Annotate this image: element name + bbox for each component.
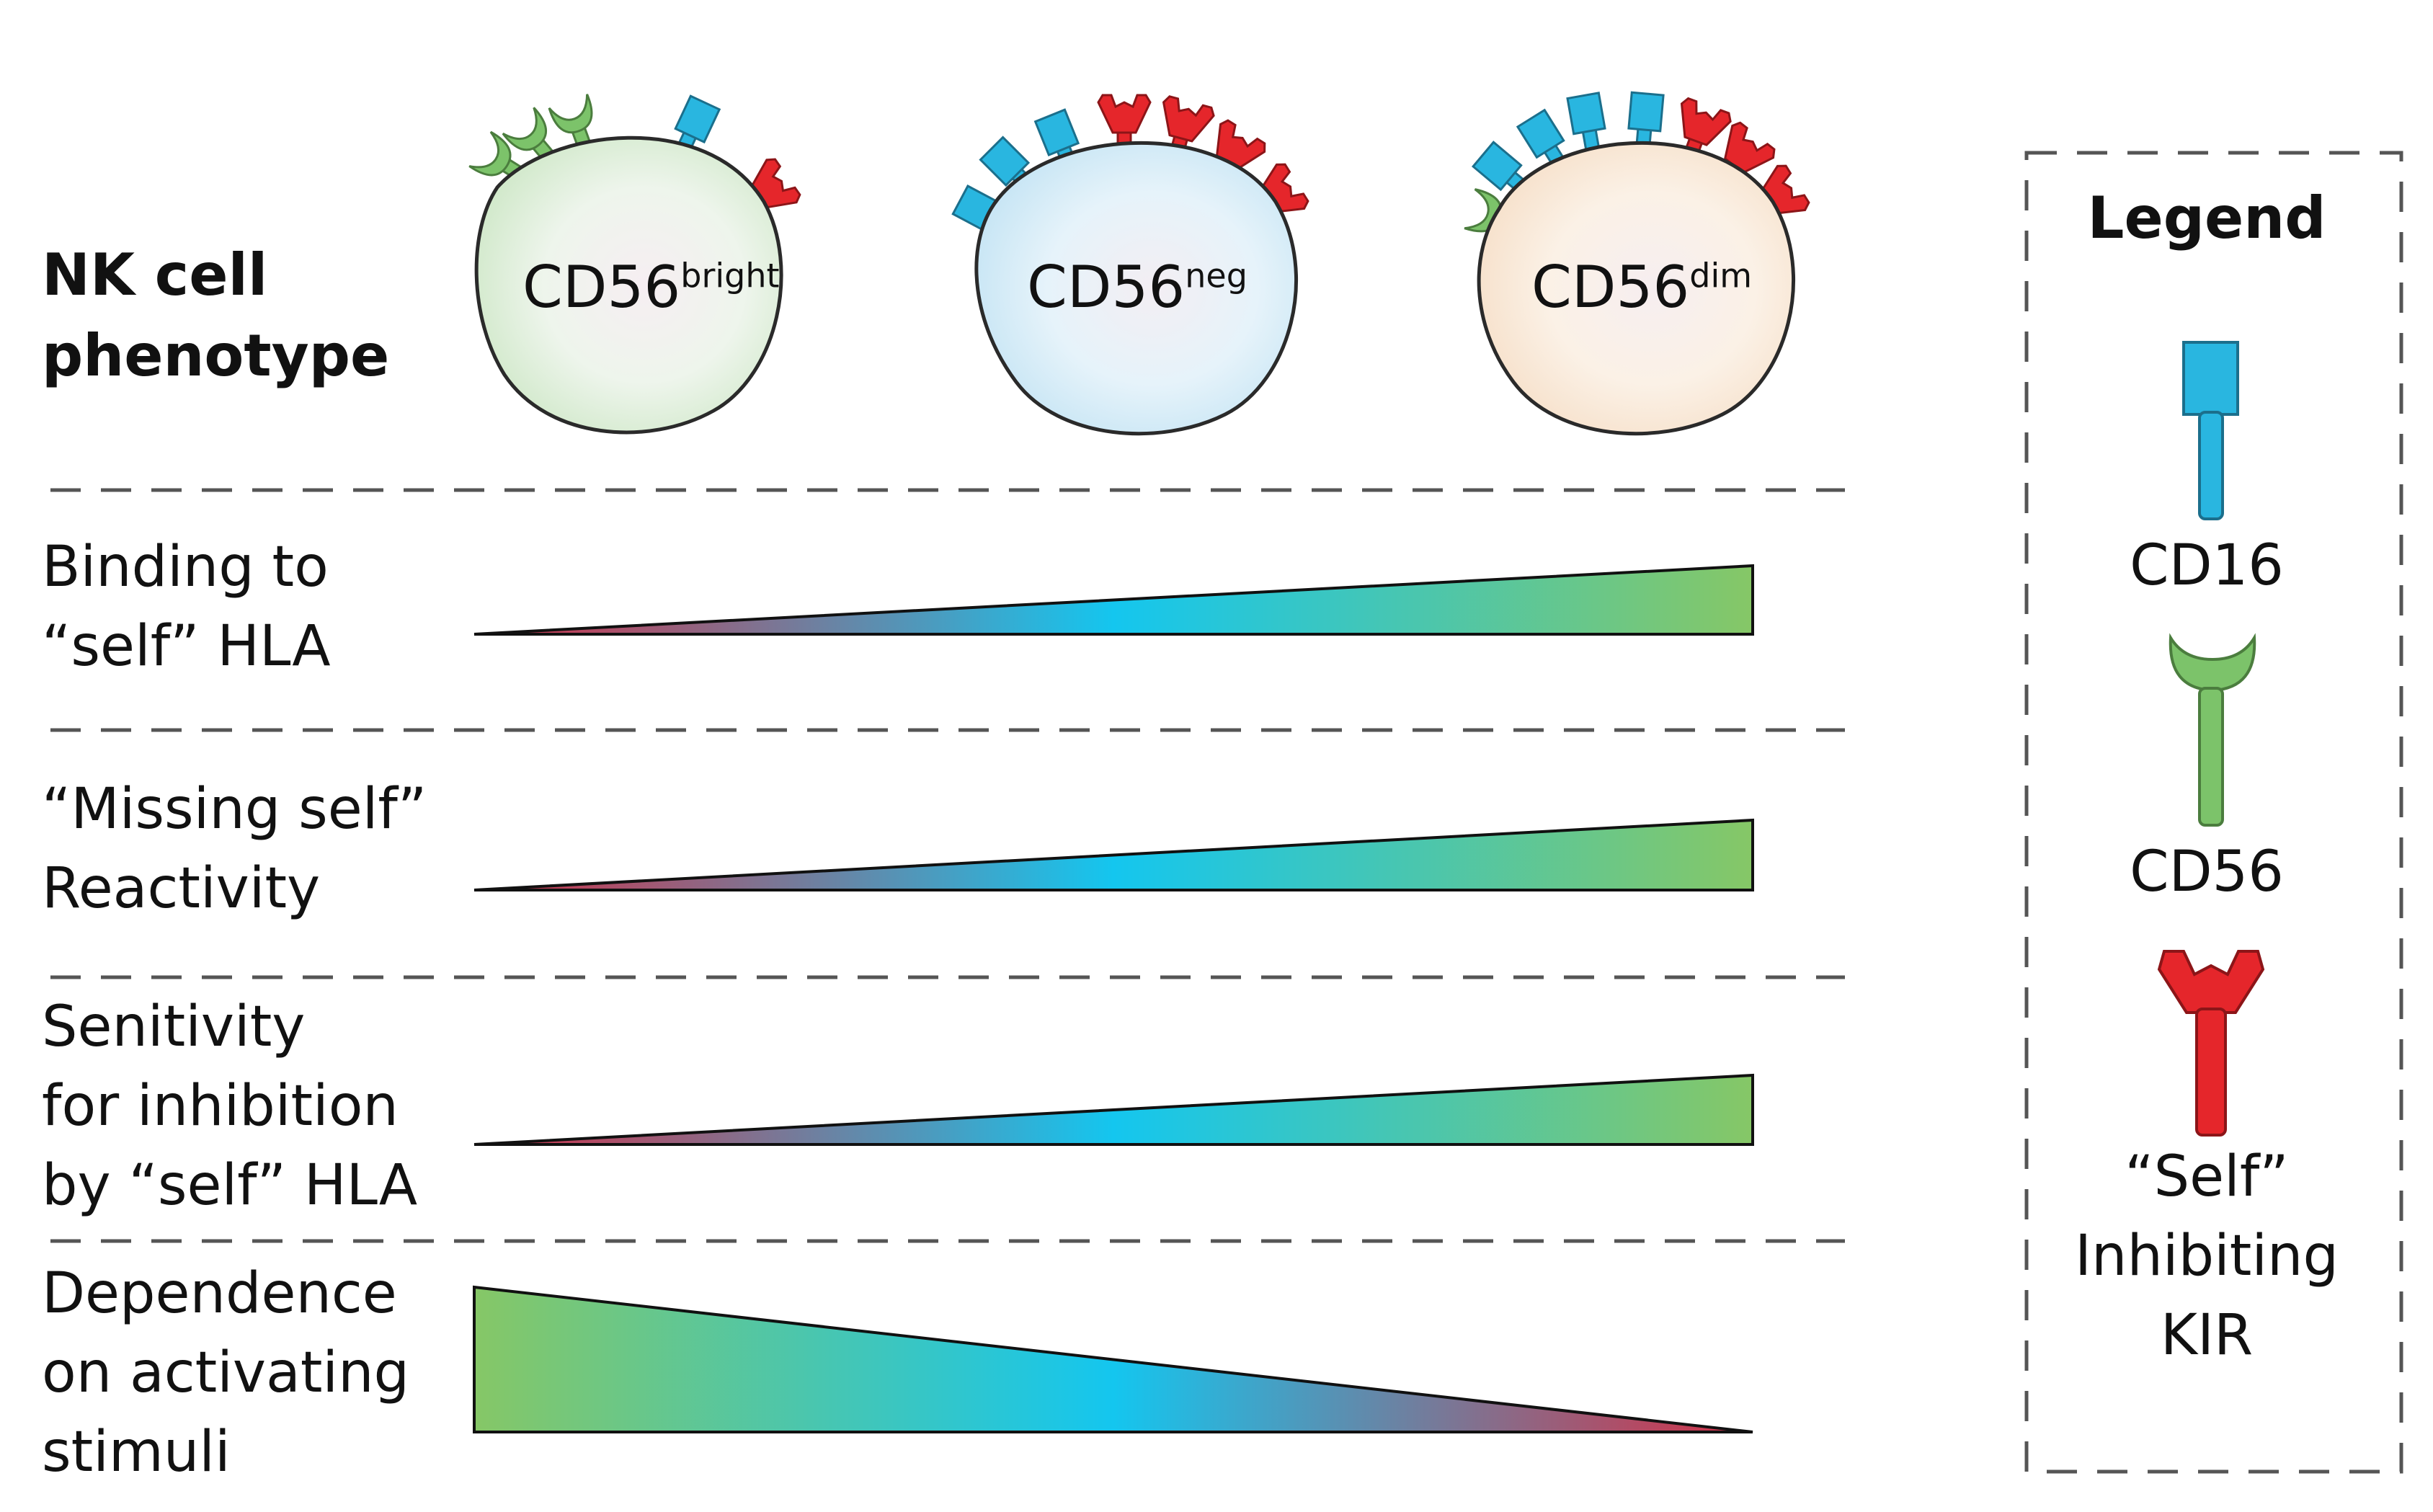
cell-label-base: CD56 [522,254,681,321]
legend-label-line: KIR [2160,1303,2254,1368]
cell-label-cd56-bright: CD56bright [522,254,780,321]
gradient-wedge-binding-self-hla [473,564,1754,636]
legend-box [2024,151,2403,1474]
cd56-receptor-icon [2169,633,2256,827]
gradient-wedge-activating-stimuli [473,1285,1753,1433]
legend-label-line: CD16 [2130,533,2284,598]
row-label-line: “Missing self” [42,777,427,842]
legend-label-line: “Self” [2125,1144,2289,1209]
cell-label-superscript: bright [680,256,780,295]
row-label-line: stimuli [42,1420,231,1485]
gradient-wedge-missing-self-reactivity [473,818,1754,891]
phenotype-title: NK cell phenotype [42,235,389,396]
cd56-bright-cell [468,93,804,435]
row-label-binding-self-hla: Binding to “self” HLA [42,528,331,686]
row-label-line: Senitivity [42,995,306,1059]
cell-label-cd56-neg: CD56neg [1027,254,1247,321]
cell-label-cd56-dim: CD56dim [1531,254,1752,321]
legend-label-kir: “Self” Inhibiting KIR [2027,1137,2387,1375]
cd56-dim-cell [1463,91,1812,436]
row-label-inhibition-sensitivity: Senitivity for inhibition by “self” HLA [42,987,417,1225]
cell-label-superscript: dim [1689,256,1753,295]
cell-label-base: CD56 [1027,254,1186,321]
row-label-activating-stimuli: Dependence on activating stimuli [42,1254,409,1492]
legend-title: Legend [2087,184,2326,252]
cell-label-base: CD56 [1531,254,1690,321]
row-label-missing-self-reactivity: “Missing self” Reactivity [42,770,427,928]
row-label-line: Dependence [42,1261,397,1326]
legend-label-cd16: CD16 [2027,526,2387,605]
cell-label-superscript: neg [1185,256,1247,295]
cd16-receptor-icon [2182,341,2239,520]
row-label-line: for inhibition [42,1074,399,1139]
legend-label-line: CD56 [2130,840,2284,904]
phenotype-title-line: NK cell [42,241,268,308]
legend-label-cd56: CD56 [2027,832,2387,912]
row-label-line: Reactivity [42,856,321,921]
gradient-wedge-inhibition-sensitivity [473,1073,1754,1146]
cd56-neg-cell [951,94,1312,436]
row-label-line: by “self” HLA [42,1153,418,1218]
row-label-line: Binding to [42,535,329,600]
legend-label-line: Inhibiting [2075,1224,2339,1289]
row-label-line: “self” HLA [42,614,331,679]
row-label-line: on activating [42,1340,410,1405]
kir-receptor-icon [2157,950,2265,1137]
phenotype-title-line: phenotype [42,322,390,389]
